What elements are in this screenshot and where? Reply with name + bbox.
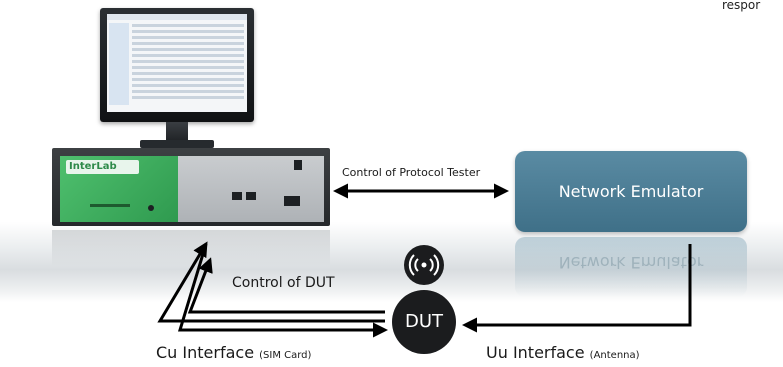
arrow-cu-interface-upper — [157, 241, 385, 323]
arrow-control-of-dut — [187, 257, 385, 314]
dut-label: DUT — [404, 311, 444, 332]
tester-logo: InterLab — [66, 160, 139, 174]
monitor — [100, 8, 254, 122]
label-cu-interface: Cu Interface (SIM Card) — [156, 343, 311, 362]
wireless-signal-icon — [404, 245, 444, 285]
tester-slot — [90, 204, 130, 207]
reflective-floor — [0, 222, 783, 302]
tester-port — [232, 192, 242, 200]
cu-interface-title: Cu Interface — [156, 343, 255, 362]
tester-port — [284, 196, 300, 206]
label-control-protocol-tester: Control of Protocol Tester — [342, 166, 481, 179]
label-uu-interface: Uu Interface (Antenna) — [486, 343, 640, 362]
dut: DUT — [392, 290, 456, 354]
monitor-screen — [107, 14, 247, 112]
arrow-uu-interface — [462, 244, 692, 333]
tester-port — [246, 192, 256, 200]
network-emulator-reflection: Network Emulator — [515, 237, 747, 297]
cropped-top-text: respor — [722, 0, 761, 12]
tester-reflection — [52, 230, 330, 266]
cu-interface-sub: (SIM Card) — [259, 350, 312, 361]
tester-button — [148, 205, 154, 211]
monitor-stand — [166, 122, 188, 144]
uu-interface-title: Uu Interface — [486, 343, 585, 362]
tester-port — [294, 160, 302, 170]
network-emulator-label: Network Emulator — [558, 182, 704, 201]
uu-interface-sub: (Antenna) — [589, 350, 640, 361]
label-control-of-dut: Control of DUT — [232, 275, 335, 291]
arrow-cu-interface-lower — [177, 243, 388, 338]
monitor-base — [140, 140, 214, 148]
network-emulator: Network Emulator — [515, 151, 747, 232]
